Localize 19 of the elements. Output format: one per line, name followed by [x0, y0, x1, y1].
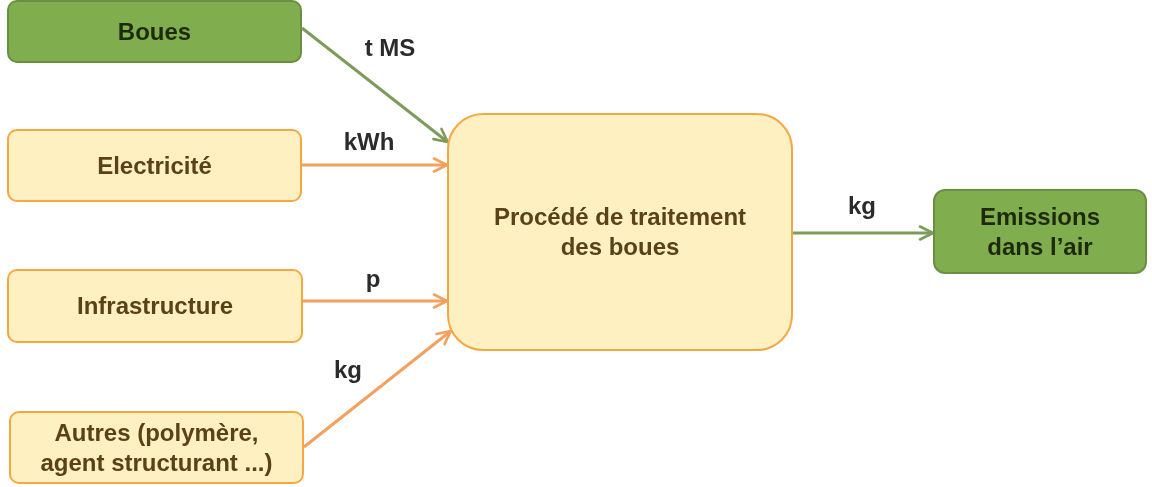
input-box [7, 0, 302, 63]
arrow [303, 293, 449, 309]
node-label: Procédé de traitement des boues [492, 202, 748, 262]
edge-label: kg [332, 358, 364, 382]
arrow [303, 329, 453, 449]
edge-label: kg [846, 194, 878, 218]
arrow [793, 225, 935, 241]
output-box [933, 189, 1147, 274]
input-box [7, 269, 303, 343]
input-box [9, 411, 304, 484]
node-label: Autres (polymère, agent structurant ...) [39, 417, 274, 478]
node-label: Electricité [97, 150, 212, 181]
node-label: Infrastructure [76, 291, 233, 321]
process-box [447, 113, 793, 351]
arrow [301, 26, 449, 144]
node-label: Emissions dans l’air [978, 201, 1101, 262]
input-box [7, 129, 302, 202]
arrow [302, 157, 449, 173]
node-label: Boues [117, 16, 192, 47]
